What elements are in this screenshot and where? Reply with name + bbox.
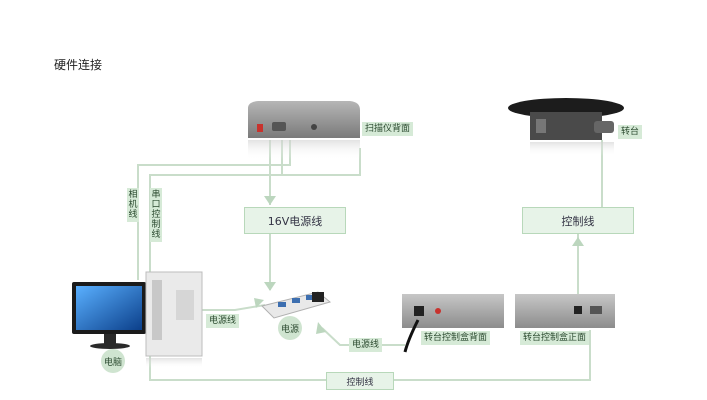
- computer-label: 电脑: [101, 349, 125, 373]
- turntable-label: 转台: [618, 125, 643, 139]
- scanner-back-label: 扫描仪背面: [362, 122, 414, 136]
- turntable-device: [508, 98, 624, 156]
- power-pc-label: 电源线: [206, 314, 240, 328]
- controller-front-label: 转台控制盒正面: [520, 331, 590, 345]
- serial-control-label: 串口控制线: [150, 188, 162, 242]
- computer-tower: [145, 271, 203, 368]
- page-title: 硬件连接: [54, 58, 103, 72]
- monitor-device: [72, 282, 146, 349]
- controller-back-label: 转台控制盒背面: [421, 331, 491, 345]
- arrow-heads: [254, 196, 584, 334]
- power-strip-device: [261, 291, 332, 319]
- power-controller-label: 电源线: [349, 338, 383, 352]
- control-top-label: 控制线: [522, 207, 634, 234]
- power-strip-label: 电源: [278, 316, 302, 340]
- control-bottom-label: 控制线: [326, 372, 394, 390]
- scanner-device: [248, 101, 360, 160]
- controller-back-device: [402, 294, 504, 353]
- controller-front-device: [515, 294, 615, 328]
- camera-cable-label: 相机线: [127, 188, 139, 222]
- power-16v-label: 16V电源线: [244, 207, 346, 234]
